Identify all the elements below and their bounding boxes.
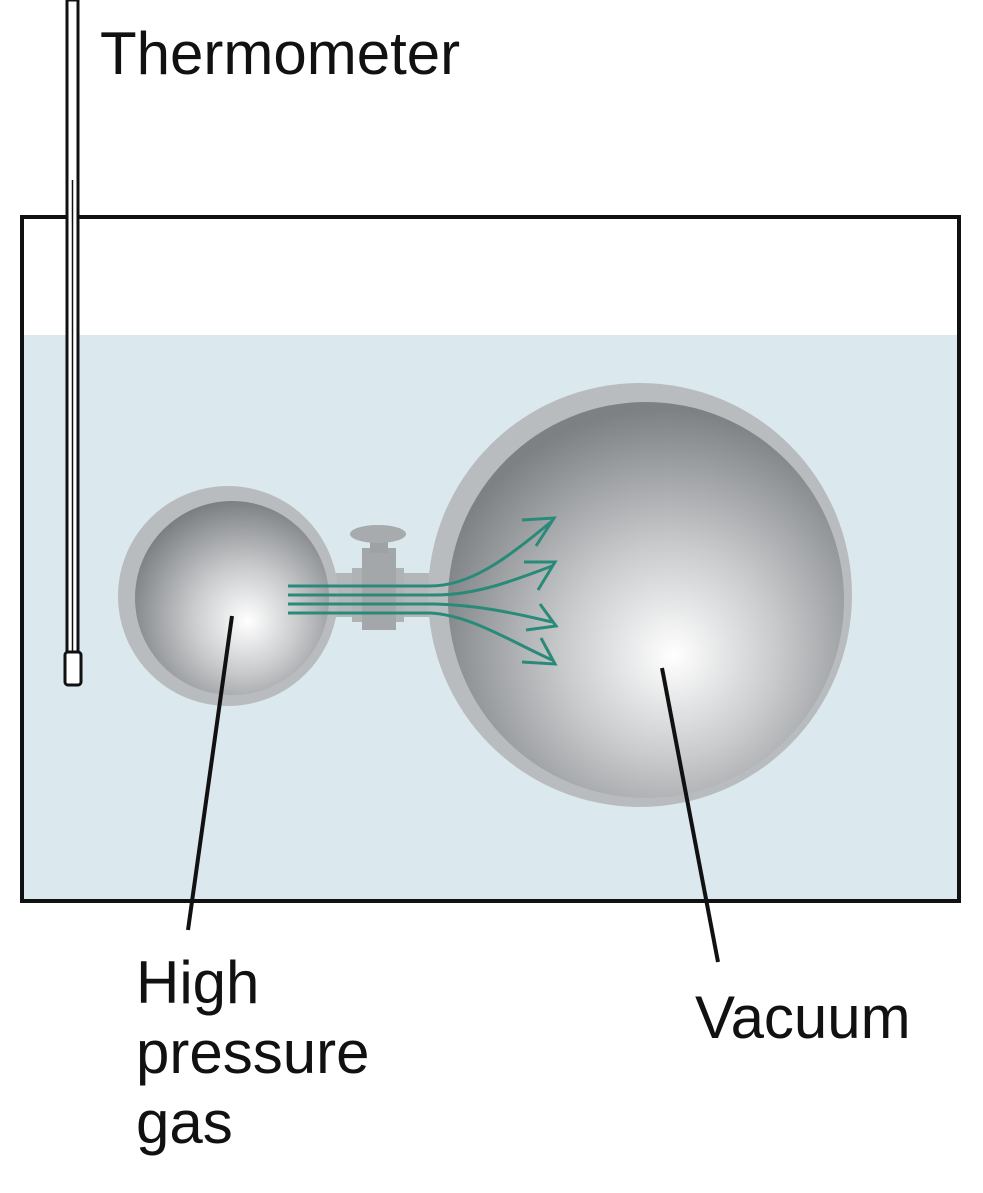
vacuum-leader-line bbox=[660, 667, 720, 963]
vacuum-label: Vacuum bbox=[695, 984, 911, 1051]
tank bbox=[20, 215, 961, 903]
thermometer-icon bbox=[63, 0, 83, 687]
thermometer-label: Thermometer bbox=[100, 20, 461, 87]
gas-label-line-1: High bbox=[136, 949, 260, 1016]
gas-flow-arrows bbox=[288, 516, 559, 666]
high-pressure-gas-label: High pressure gas bbox=[136, 948, 369, 1159]
gas-leader-line bbox=[186, 615, 234, 931]
high-pressure-flask bbox=[118, 486, 338, 706]
vacuum-flask bbox=[428, 383, 852, 807]
gas-label-line-3: gas bbox=[136, 1089, 233, 1157]
gas-label-line-2: pressure bbox=[136, 1019, 370, 1087]
